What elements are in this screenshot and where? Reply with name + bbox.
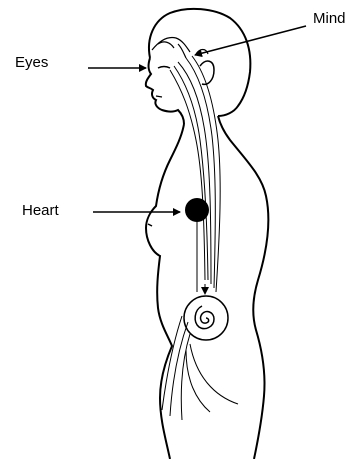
head-outline <box>149 9 250 116</box>
eye-mark <box>158 67 170 69</box>
eyes-label: Eyes <box>15 55 48 70</box>
mouth-mark <box>156 96 162 97</box>
breast-mark <box>148 224 152 226</box>
heart-label: Heart <box>22 203 59 218</box>
front-outline <box>146 124 184 459</box>
hair-lines <box>152 38 208 59</box>
heart-dot <box>185 198 209 222</box>
mind-arrow <box>195 26 306 55</box>
mind-label: Mind <box>313 11 346 26</box>
energy-streams <box>170 56 220 292</box>
face-profile <box>146 58 184 124</box>
back-outline <box>218 116 268 459</box>
